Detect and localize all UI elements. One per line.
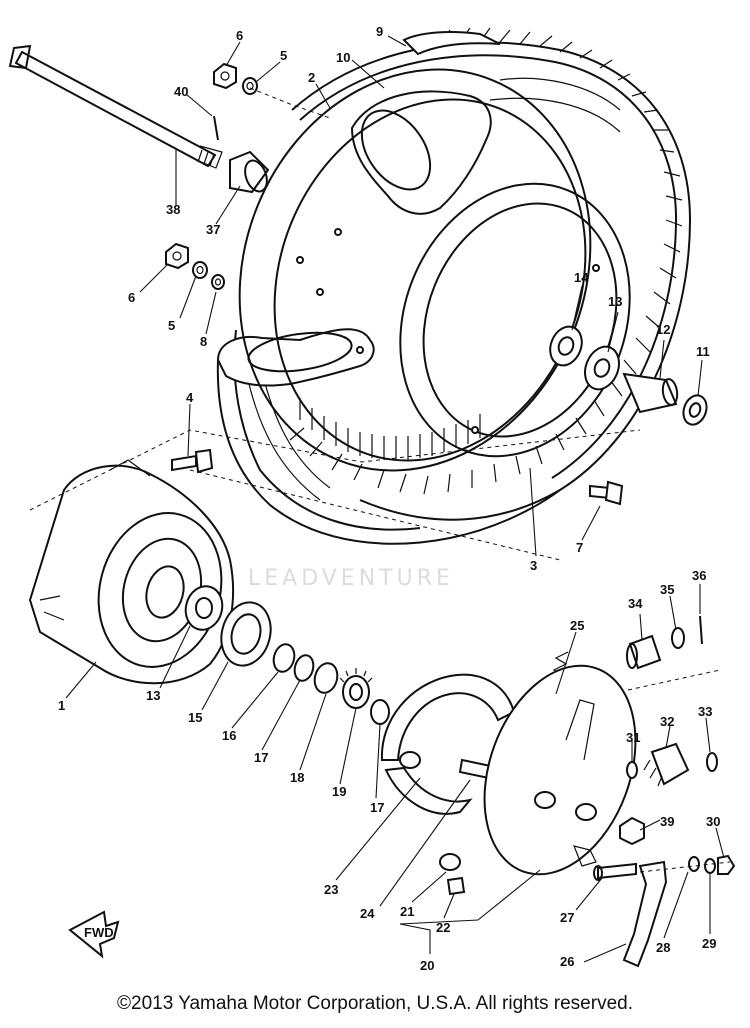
callout-5b: 5 — [168, 318, 175, 333]
watermark-text: LEADVENTURE — [248, 566, 454, 591]
meter-washer — [671, 627, 685, 649]
fwd-arrow-label: FWD — [84, 925, 114, 940]
callout-6b: 6 — [128, 290, 135, 305]
axle — [8, 44, 223, 169]
ring-17a — [293, 654, 315, 682]
meter-gear — [643, 742, 690, 787]
callout-2: 2 — [308, 70, 315, 85]
panel-ring — [626, 761, 638, 779]
leader-lines — [65, 35, 725, 963]
callout-17a: 17 — [254, 750, 268, 765]
callout-22: 22 — [436, 920, 450, 935]
callout-14: 14 — [574, 270, 589, 285]
nut-lower — [165, 242, 189, 270]
cam-lever — [622, 860, 668, 968]
callout-19: 19 — [332, 784, 346, 799]
nut-upper — [213, 62, 237, 90]
callout-1: 1 — [58, 698, 65, 713]
callout-33: 33 — [698, 704, 712, 719]
callout-15: 15 — [188, 710, 202, 725]
ring-18 — [313, 662, 339, 694]
lever-nut — [717, 854, 736, 875]
callout-6a: 6 — [236, 28, 243, 43]
wheel-exploded-diagram: LEADVENTURE — [8, 24, 736, 973]
meter-pin — [699, 615, 703, 645]
callout-9: 9 — [376, 24, 383, 39]
callout-28: 28 — [656, 940, 670, 955]
callout-35: 35 — [660, 582, 674, 597]
oil-seal — [682, 394, 708, 426]
plate — [446, 876, 466, 896]
callout-37: 37 — [206, 222, 220, 237]
guide-line-shaft — [189, 469, 561, 561]
callout-38: 38 — [166, 202, 180, 217]
callout-11: 11 — [696, 344, 710, 359]
callout-18: 18 — [290, 770, 304, 785]
meter-ring — [706, 752, 718, 772]
collar — [622, 372, 679, 414]
cotter-pin — [213, 115, 219, 141]
callout-31: 31 — [626, 730, 640, 745]
washer-lower — [192, 261, 208, 279]
callout-16: 16 — [222, 728, 236, 743]
callout-26: 26 — [560, 954, 574, 969]
hub-bearing-left — [184, 585, 224, 631]
callout-29: 29 — [702, 936, 716, 951]
guide-line-meter — [627, 669, 721, 691]
meter-bushing — [626, 634, 662, 670]
callout-34: 34 — [628, 596, 643, 611]
ring-16 — [272, 643, 296, 673]
callout-8: 8 — [200, 334, 207, 349]
callout-40: 40 — [174, 84, 188, 99]
ring-17b — [370, 699, 390, 725]
inner-tube — [350, 90, 492, 215]
axle-spacer — [229, 150, 270, 194]
guide-line-top — [249, 87, 331, 119]
callout-4: 4 — [186, 390, 194, 405]
callout-13a: 13 — [608, 294, 622, 309]
callouts: 1 2 3 4 5 5 6 6 7 8 9 10 11 12 13 13 14 … — [58, 24, 720, 973]
drive-gear — [339, 668, 373, 709]
lever-washer — [688, 856, 700, 872]
plug — [439, 853, 461, 871]
washer-upper — [242, 77, 258, 95]
rim-band — [402, 31, 501, 56]
callout-3: 3 — [530, 558, 537, 573]
brake-panel — [483, 664, 637, 876]
callout-17b: 17 — [370, 800, 384, 815]
callout-25: 25 — [570, 618, 584, 633]
copyright-notice: ©2013 Yamaha Motor Corporation, U.S.A. A… — [117, 993, 633, 1014]
callout-24: 24 — [360, 906, 375, 921]
callout-13b: 13 — [146, 688, 160, 703]
callout-21: 21 — [400, 904, 414, 919]
callout-30: 30 — [706, 814, 720, 829]
callout-7: 7 — [576, 540, 583, 555]
panel-nut — [619, 816, 645, 846]
hub-bearing-inner — [549, 325, 583, 367]
callout-5a: 5 — [280, 48, 287, 63]
callout-10: 10 — [336, 50, 350, 65]
fwd-arrow: FWD — [68, 910, 120, 959]
guide-line-lever — [639, 861, 731, 873]
callout-27: 27 — [560, 910, 574, 925]
lock-washer-lower — [211, 274, 225, 290]
tire-section — [216, 328, 375, 387]
callout-23: 23 — [324, 882, 338, 897]
cam-lever-bolt — [593, 862, 637, 881]
callout-12: 12 — [656, 322, 670, 337]
guide-line-hub — [29, 429, 641, 511]
lever-spring-washer — [704, 858, 716, 874]
bolt-right — [589, 480, 624, 506]
bolt-left — [171, 448, 214, 474]
hub-oil-seal — [220, 601, 272, 667]
callout-20: 20 — [420, 958, 434, 973]
hub-bearing-outer — [584, 345, 620, 391]
callout-36: 36 — [692, 568, 706, 583]
brake-hub — [28, 459, 235, 685]
callout-39: 39 — [660, 814, 674, 829]
callout-32: 32 — [660, 714, 674, 729]
